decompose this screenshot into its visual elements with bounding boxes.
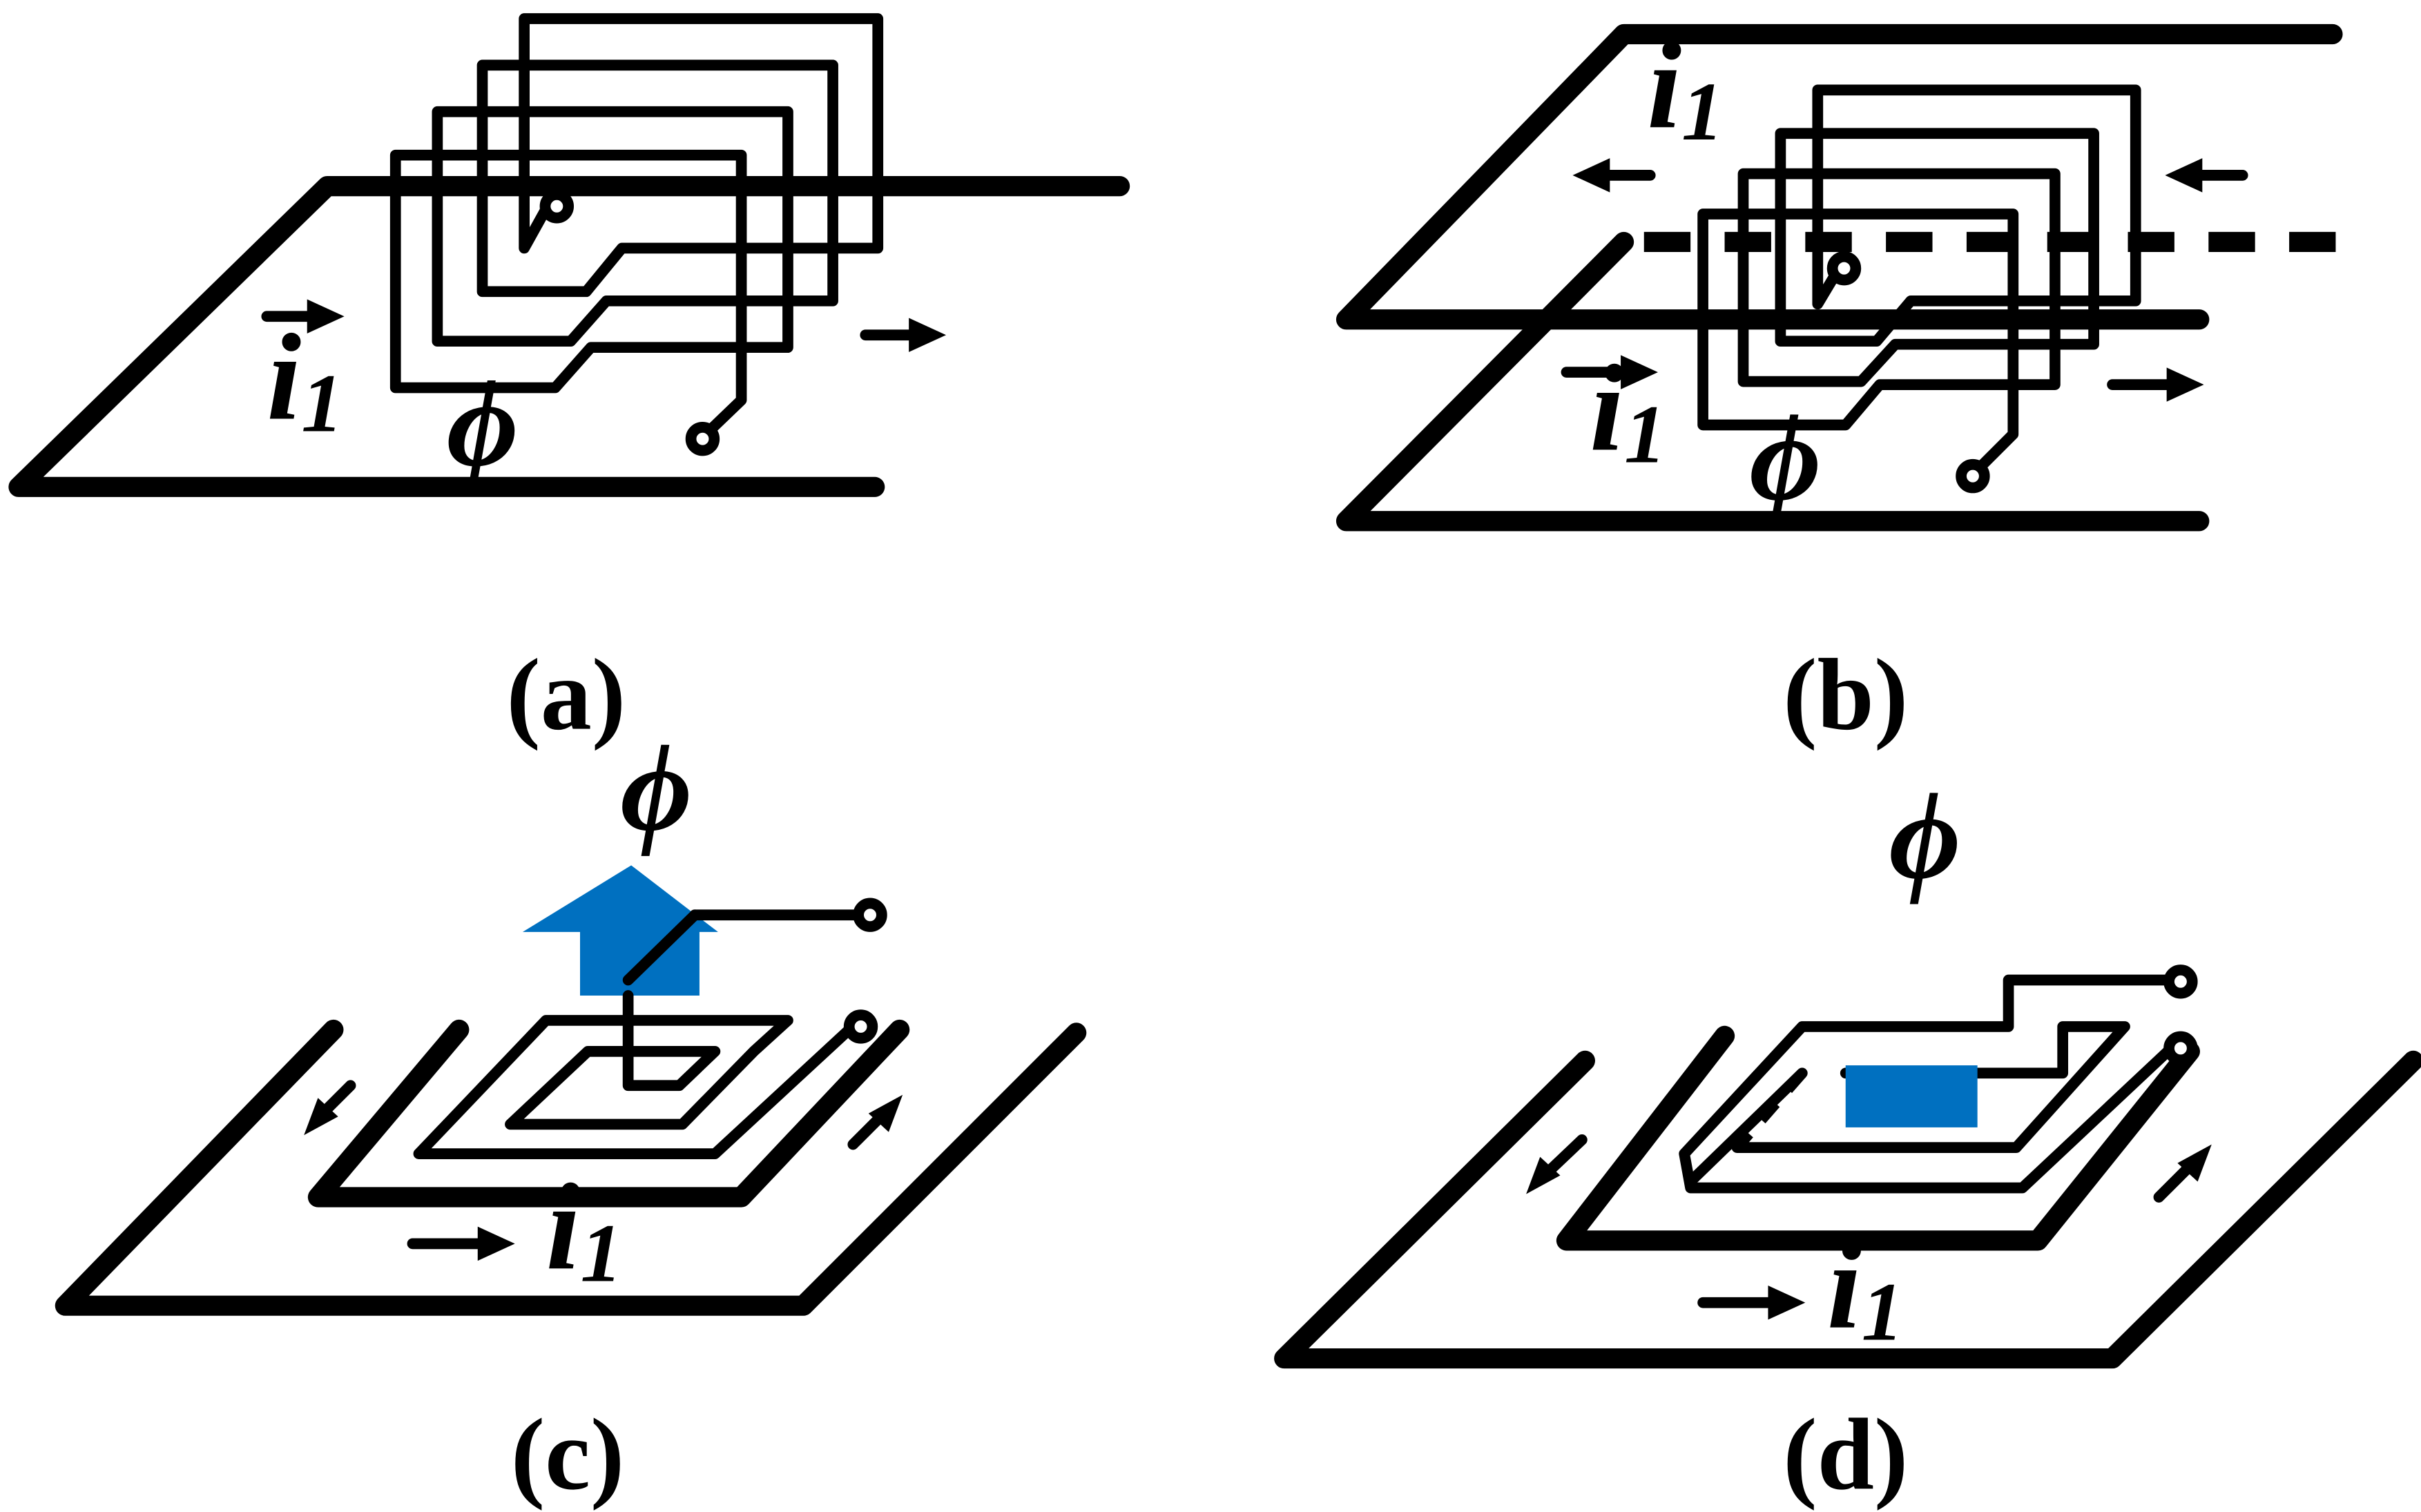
panel-c-current-label: i1	[546, 1158, 623, 1299]
panel-b-coil-winding	[1697, 84, 2141, 494]
panel-a-current-label: i1	[267, 308, 343, 449]
panel-d-current-arrow-left	[1526, 1134, 1588, 1194]
panel-a-terminal-inner	[539, 189, 575, 224]
panel-b-terminal-outer	[1956, 458, 1990, 494]
panel-d-current-arrow-right	[2153, 1144, 2212, 1203]
panel-d-current-arrow-bottom	[1697, 1286, 1806, 1320]
panel-b-current-arrow-upper-right	[2165, 158, 2248, 193]
panel-c-caption: (c)	[511, 1398, 625, 1511]
panel-a: i1 ϕ (a)	[8, 13, 1130, 752]
panel-a-current-arrow-right	[860, 318, 947, 352]
panel-c-current-arrow-bottom	[407, 1226, 515, 1261]
panel-d-terminal-upper	[2163, 965, 2198, 999]
panel-c: i1 ϕ (c)	[55, 719, 1087, 1511]
panel-c-flux-arrow-core	[522, 865, 718, 996]
panel-c-planar-coil	[413, 898, 887, 1159]
panel-d-loop-conductor	[1556, 1025, 2200, 1251]
panel-a-flux-label: ϕ	[447, 355, 519, 492]
panel-d: i1 ϕ (d)	[1274, 767, 2421, 1511]
panel-b-current-label-upper: i1	[1647, 17, 1724, 158]
panel-a-current-arrow-left	[261, 299, 345, 333]
panel-c-bus-conductor	[55, 1019, 1087, 1316]
panel-b: i1 i1 ϕ (b)	[1335, 17, 2357, 752]
panel-d-bus-conductor	[1274, 1050, 2421, 1369]
panel-d-magnetic-core	[1845, 1065, 1978, 1127]
panel-c-terminal-upper	[853, 898, 887, 932]
panel-d-hidden-winding	[1733, 1069, 1806, 1152]
panel-c-terminal-lower	[843, 1009, 878, 1044]
panel-d-terminal-lower	[2163, 1031, 2198, 1066]
panel-b-current-label: i1	[1590, 339, 1666, 481]
panel-b-lower-bus-conductor	[1335, 231, 2210, 532]
panel-c-flux-label: ϕ	[620, 719, 692, 857]
panel-b-current-arrow-upper-left	[1572, 158, 1656, 193]
panel-b-terminal-inner	[1826, 251, 1862, 286]
panel-d-caption: (d)	[1783, 1398, 1908, 1511]
panel-d-current-label: i1	[1827, 1217, 1904, 1359]
panel-b-current-arrow-lower-right	[2107, 367, 2204, 402]
panel-b-flux-label: ϕ	[1749, 389, 1821, 526]
panel-b-upper-bus-conductor	[1335, 23, 2343, 330]
panel-a-caption: (a)	[506, 639, 626, 752]
panel-b-current-arrow-lower-left	[1561, 355, 1658, 389]
panel-d-flux-label: ϕ	[1889, 767, 1961, 904]
panel-c-current-arrow-left	[304, 1080, 356, 1136]
panel-d-planar-coil	[1679, 965, 2198, 1194]
panel-c-loop-conductor	[307, 1019, 910, 1208]
panel-a-coil-winding	[389, 13, 884, 456]
panel-a-terminal-outer	[685, 421, 720, 456]
panel-b-caption: (b)	[1783, 639, 1908, 752]
panel-a-bus-conductor	[8, 175, 1130, 497]
panel-c-current-arrow-right	[847, 1094, 903, 1150]
